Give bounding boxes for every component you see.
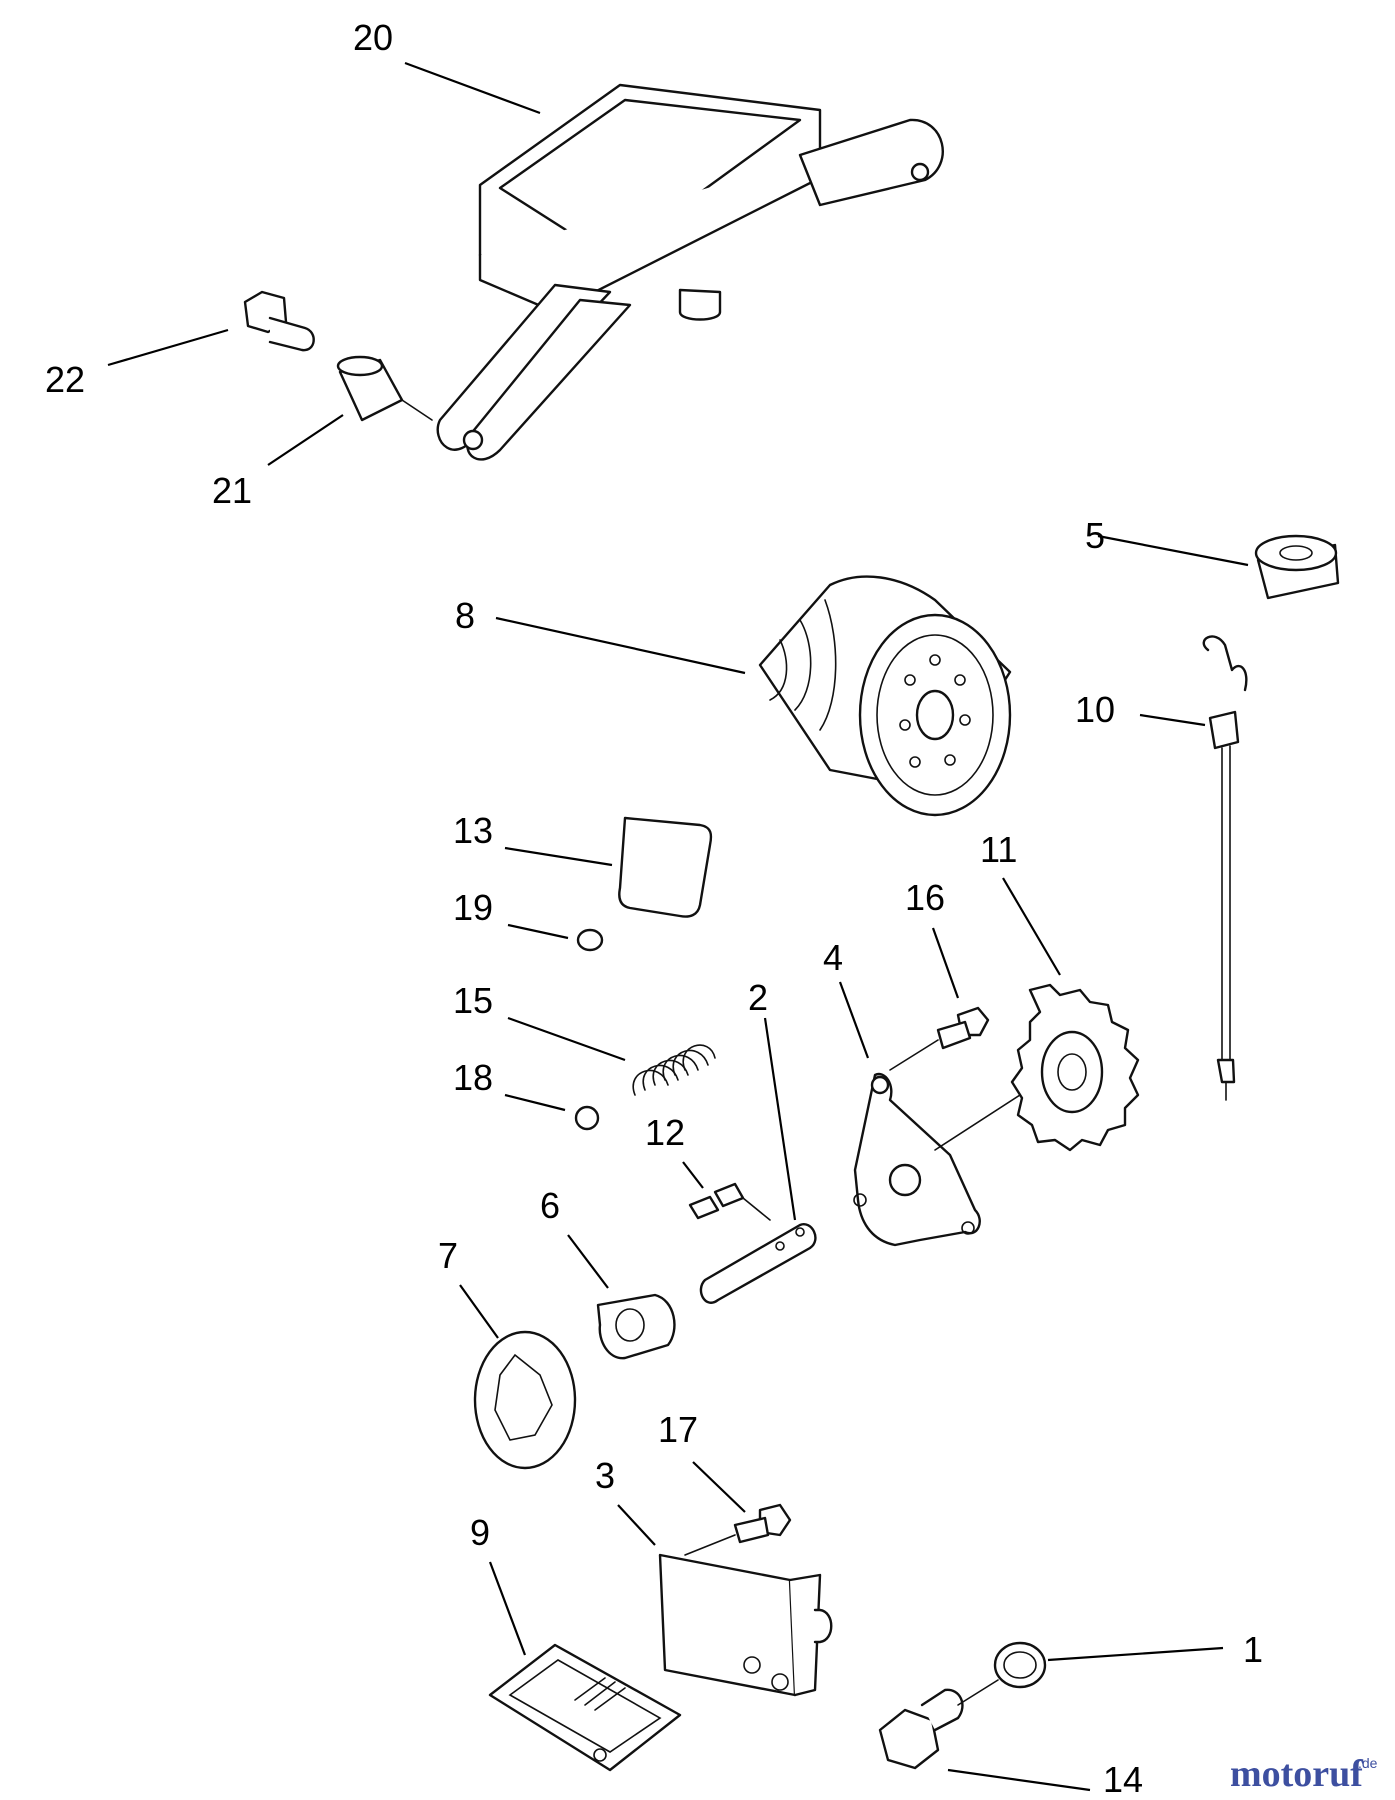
leader-16 [931,927,960,999]
watermark-text: motoruf [1230,1753,1364,1795]
callout-22: 22 [45,359,85,400]
part-20-oil-pan [436,83,944,461]
part-17-screw [684,1503,792,1556]
part-15-spring [632,1044,716,1096]
leader-17 [692,1461,746,1513]
leader-21 [267,414,344,466]
leader-10 [1139,713,1206,727]
part-6-inner-rotor [596,1293,676,1360]
callout-17: 17 [658,1409,698,1450]
part-5-cap [1254,534,1340,600]
leader-8 [495,616,746,675]
part-16-screw [889,1006,990,1071]
part-10-dipstick [1202,635,1248,1101]
leader-19 [507,923,569,940]
leader-22 [107,328,229,367]
leader-14 [947,1768,1091,1792]
leader-12 [682,1161,704,1189]
part-8-oil-filter [758,575,1012,817]
watermark-logo: motoruf .de [1230,1753,1378,1795]
leader-18 [504,1093,566,1112]
leader-9 [488,1561,527,1656]
part-14-drain-plug [878,1679,999,1770]
part-9-screen [488,1643,682,1772]
watermark-suffix: .de [1358,1755,1378,1771]
callout-15: 15 [453,980,493,1021]
callout-19: 19 [453,887,493,928]
callout-20: 20 [353,17,393,58]
leader-lines [107,61,1249,1792]
callout-13: 13 [453,810,493,851]
leader-20 [404,61,541,115]
leader-3 [617,1504,656,1546]
leader-5 [1097,534,1249,567]
leader-15 [507,1016,626,1062]
part-18-ball [574,1105,600,1131]
callout-4: 4 [823,937,843,978]
callout-8: 8 [455,595,475,636]
part-11-gear [1010,983,1140,1152]
callout-1: 1 [1243,1629,1263,1670]
part-19-disc [576,928,604,952]
leader-2 [763,1017,797,1221]
part-7-outer-rotor [473,1330,577,1470]
callout-14: 14 [1103,1759,1143,1800]
callout-3: 3 [595,1455,615,1496]
part-22-bolt [243,290,315,352]
callout-16: 16 [905,877,945,918]
part-1-washer [993,1641,1047,1689]
callout-2: 2 [748,977,768,1018]
part-12-pins [688,1182,771,1221]
callout-21: 21 [212,470,252,511]
leader-7 [459,1284,499,1339]
callout-5: 5 [1085,515,1105,556]
callout-18: 18 [453,1057,493,1098]
callout-labels: 20 22 21 5 8 10 13 19 15 18 12 2 4 16 11… [45,17,1263,1800]
leader-1 [1047,1646,1224,1662]
callout-12: 12 [645,1112,685,1153]
callout-10: 10 [1075,689,1115,730]
leader-13 [504,846,613,867]
callout-11: 11 [980,829,1017,870]
callout-7: 7 [438,1235,458,1276]
leader-4 [838,981,870,1059]
leader-6 [567,1234,609,1289]
part-13-gasket [618,816,713,918]
part-4-pump-cover [853,1072,1021,1247]
part-3-bracket-plate [658,1553,833,1697]
part-21-bushing [336,355,433,422]
callout-9: 9 [470,1512,490,1553]
leader-11 [1002,877,1061,976]
part-2-shaft [699,1223,817,1304]
callout-6: 6 [540,1185,560,1226]
